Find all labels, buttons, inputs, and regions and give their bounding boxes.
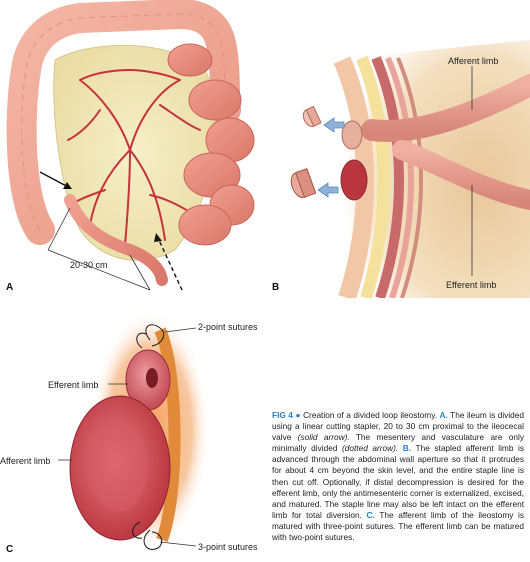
efferent-limb-label-b: Efferent limb: [446, 280, 497, 290]
caption-a-text-1: The ileum is divided using a linear cutt…: [272, 410, 525, 443]
panel-c-illustration: 2-point sutures Efferent limb Afferent l…: [0, 310, 262, 562]
panel-b-illustration: Afferent limb Efferent limb B: [262, 0, 530, 298]
efferent-limb-label-c: Efferent limb: [48, 380, 99, 390]
panel-c-letter: C: [6, 544, 14, 555]
colon-ileum-drawing: [6, 0, 255, 291]
caption-c-text: The afferent limb of the ileostomy is ma…: [272, 509, 524, 543]
three-point-sutures-label: 3-point sutures: [198, 542, 258, 552]
afferent-limb-label-b: Afferent limb: [448, 56, 499, 66]
abdominal-wall-drawing: [290, 40, 530, 298]
caption-a-text-2: The mesentery and vasculature are only m…: [272, 432, 524, 454]
panel-a-illustration: 20-30 cm A: [0, 0, 262, 298]
afferent-limb-label-c: Afferent limb: [0, 456, 51, 466]
figure-caption: FIG 4 ● Creation of a divided loop ileos…: [272, 410, 524, 543]
caption-b-text: The stapled afferent limb is advanced th…: [272, 443, 524, 520]
caption-c-label: C.: [366, 509, 375, 520]
caption-intro: Creation of a divided loop ileostomy.: [300, 410, 440, 420]
caption-bullet: ●: [295, 410, 301, 420]
stoma-drawing: [58, 310, 210, 550]
caption-b-label: B.: [402, 443, 412, 454]
caption-a-italic-1: (solid arrow).: [297, 432, 350, 443]
caption-a-italic-2: (dotted arrow).: [342, 443, 399, 454]
two-point-sutures-label: 2-point sutures: [198, 322, 258, 332]
figure-number: FIG 4: [272, 410, 293, 420]
panel-a-letter: A: [6, 282, 14, 293]
caption-a-label: A.: [439, 410, 448, 420]
panel-b-letter: B: [272, 282, 280, 293]
measure-label: 20-30 cm: [70, 260, 108, 270]
